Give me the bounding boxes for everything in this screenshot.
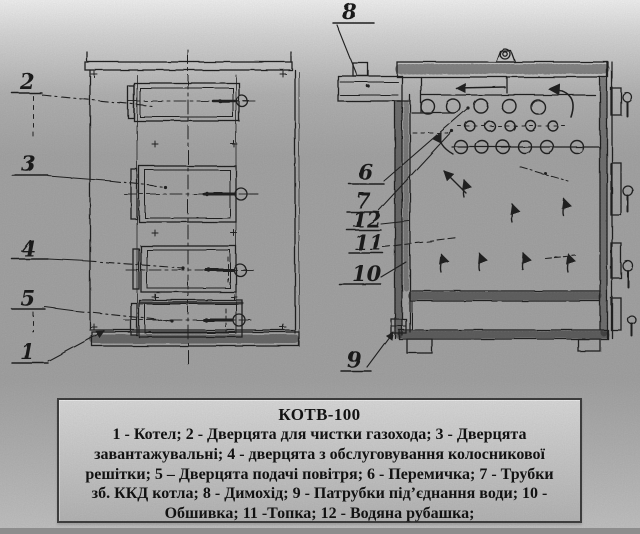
callout-10: 10 [352, 261, 382, 286]
callout-3: 3 [21, 151, 36, 176]
left-foot [406, 338, 433, 354]
caption-box: КОТВ-100 1 - Котел; 2 - Дверцята для чис… [57, 398, 582, 523]
door-centerlines [123, 100, 259, 321]
top-cover [395, 61, 610, 78]
callout-6: 6 [358, 159, 373, 184]
caption-line: 1 - Котел; 2 - Дверцята для чистки газох… [112, 426, 527, 443]
caption-line: Обшивка; 11 -Топка; 12 - Водяна рубашка; [164, 505, 475, 523]
callout-2: 2 [19, 69, 35, 94]
leader-7 [378, 130, 453, 211]
leader-4 [47, 258, 89, 262]
base-plate [89, 331, 302, 347]
bottom-strip [0, 528, 640, 534]
leader-8 [336, 24, 358, 76]
door-grate-service [132, 245, 247, 293]
grate-band [408, 290, 602, 331]
chimney-outlet [337, 62, 403, 102]
leader-5 [44, 306, 77, 312]
callout-4: 4 [21, 236, 36, 261]
leader-11 [382, 237, 459, 248]
callout-9: 9 [347, 347, 362, 372]
callout-12: 12 [352, 207, 381, 232]
left-wall-water-jacket [394, 94, 411, 339]
callout-8: 8 [341, 0, 357, 24]
water-connection-stubs [621, 91, 637, 337]
callout-5: 5 [21, 286, 36, 311]
boiler-diagram: 2 3 4 5 [11, 0, 637, 372]
right-wall-casing [599, 61, 622, 339]
hinge-strip [127, 85, 135, 119]
caption-line: решітки; 5 – Дверцята подачі повітря; 6 … [85, 465, 554, 483]
hinge-strip [132, 248, 140, 290]
leader-3 [47, 175, 113, 182]
boiler-body-front [89, 69, 300, 334]
right-foot [577, 338, 601, 352]
lifting-eye [495, 48, 516, 63]
caption-line: зб. ККД котла; 8 - Димохід; 9 - Патрубки… [91, 485, 548, 503]
flue-baffles [411, 76, 596, 134]
boiler-front-view: 2 3 4 5 [11, 49, 302, 369]
callout-11: 11 [354, 230, 383, 255]
caption-line: завантажувальні; 4 - дверцята з обслугов… [94, 445, 545, 463]
caption-title: КОТВ-100 [278, 405, 361, 424]
leader-9 [366, 331, 394, 368]
callout-1: 1 [20, 339, 35, 364]
section-base [397, 329, 610, 354]
boiler-section-view: 8 6 7 12 11 1 [332, 0, 637, 372]
